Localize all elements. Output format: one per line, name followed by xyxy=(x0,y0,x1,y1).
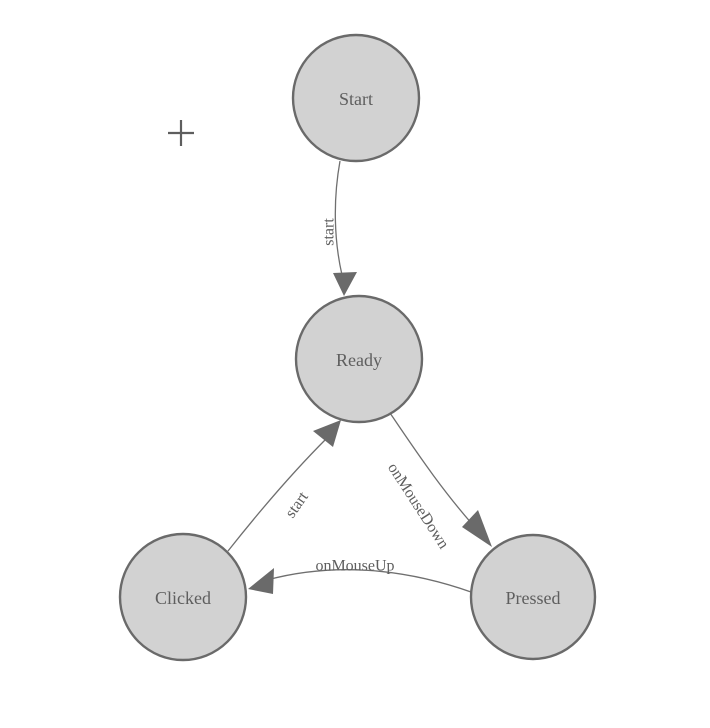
node-start-circle[interactable] xyxy=(291,33,421,163)
node-clicked-circle[interactable] xyxy=(118,532,248,662)
node-pressed-circle[interactable] xyxy=(469,533,597,661)
node-pressed-label: Pressed xyxy=(506,588,561,608)
edge-clicked-to-ready[interactable]: start xyxy=(227,420,341,552)
edge-ready-to-pressed-arrowhead xyxy=(462,510,492,547)
edge-label-pressed-to-clicked: onMouseUp xyxy=(315,558,394,575)
edge-ready-to-pressed[interactable]: onMouseDown xyxy=(384,412,492,552)
edge-clicked-to-ready-path[interactable] xyxy=(227,437,328,552)
node-clicked-label: Clicked xyxy=(155,588,211,608)
edge-label-start-to-ready: start xyxy=(321,218,338,246)
node-ready[interactable]: Ready xyxy=(294,294,424,424)
node-start[interactable]: Start xyxy=(291,33,421,163)
edge-clicked-to-ready-arrowhead xyxy=(313,420,341,447)
edge-label-ready-to-pressed: onMouseDown xyxy=(384,460,452,552)
edge-pressed-to-clicked-arrowhead xyxy=(248,568,274,594)
node-clicked[interactable]: Clicked xyxy=(118,532,248,662)
edge-label-clicked-to-ready: start xyxy=(282,488,312,521)
edge-pressed-to-clicked-path[interactable] xyxy=(266,569,472,593)
node-ready-label: Ready xyxy=(336,350,382,370)
node-start-label: Start xyxy=(339,89,373,109)
edge-start-to-ready-arrowhead xyxy=(333,272,357,296)
edge-start-to-ready-path[interactable] xyxy=(334,160,343,276)
node-pressed[interactable]: Pressed xyxy=(469,533,597,661)
edge-pressed-to-clicked[interactable]: onMouseUp xyxy=(248,558,472,595)
node-ready-circle[interactable] xyxy=(294,294,424,424)
edge-start-to-ready[interactable]: start xyxy=(321,160,358,296)
plus-crosshair-icon[interactable] xyxy=(168,120,194,146)
